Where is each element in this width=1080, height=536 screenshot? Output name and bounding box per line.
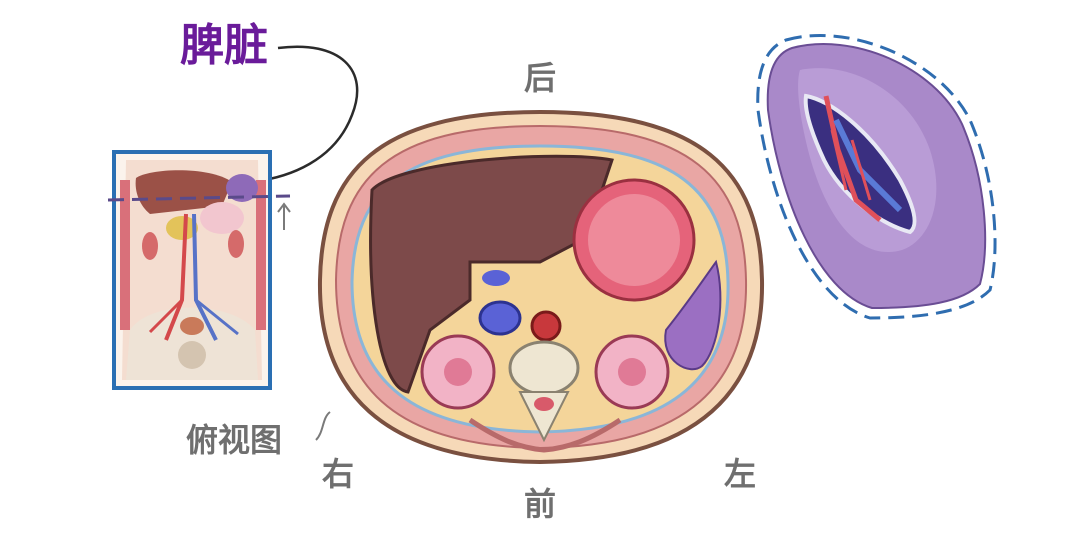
inset-body-figure <box>107 150 291 390</box>
spleen-detail <box>756 34 997 320</box>
label-pointer-arrow <box>249 45 359 184</box>
view-label-pointer <box>315 411 331 441</box>
direction-left-label: 左 <box>724 455 757 493</box>
vertebra <box>508 340 580 396</box>
aorta <box>530 310 562 342</box>
inset-liver <box>135 170 232 214</box>
vena-cava <box>478 300 522 336</box>
view-label: 俯视图 <box>186 421 283 459</box>
inset-spleen <box>226 174 258 202</box>
spleen-detail-outline <box>756 34 997 320</box>
abdominal-cross-section <box>317 109 765 465</box>
direction-anterior-label: 前 <box>524 485 557 523</box>
view-direction-arrow <box>277 202 291 230</box>
direction-posterior-label: 后 <box>524 59 557 97</box>
section-plane-line <box>107 194 291 202</box>
spleen-section <box>664 259 722 371</box>
direction-right-label: 右 <box>322 455 355 493</box>
liver <box>369 154 614 394</box>
organ-label: 脾脏 <box>180 20 268 71</box>
